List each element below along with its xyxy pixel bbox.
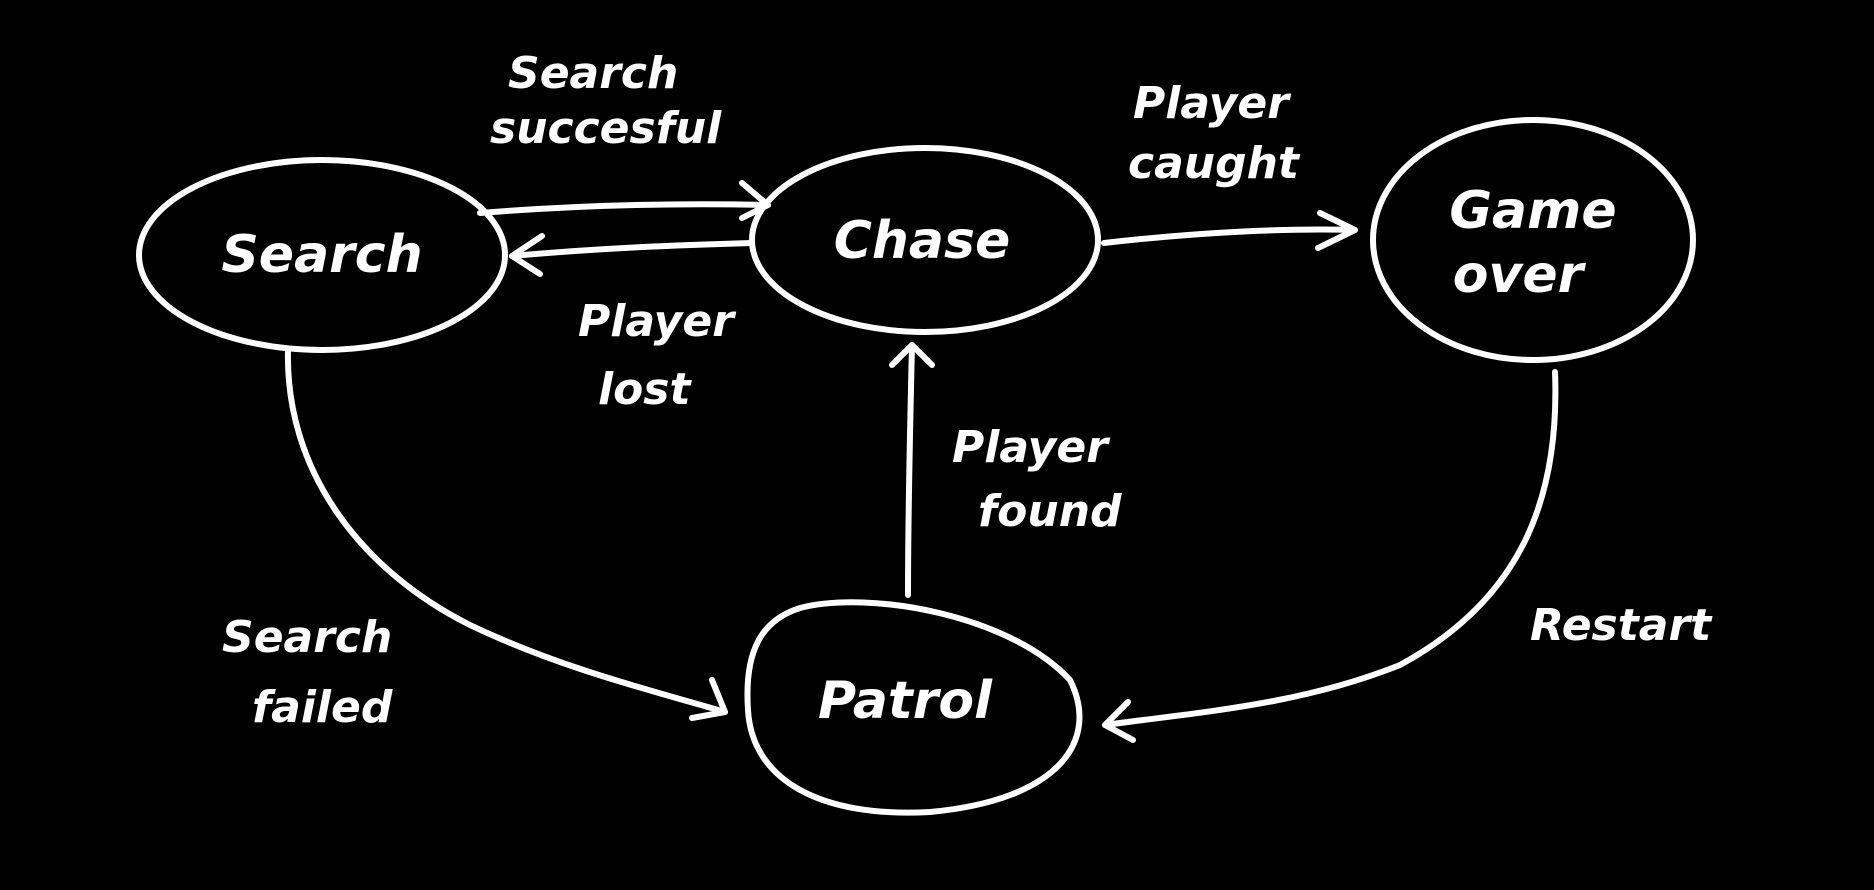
arrow-chase-to-game-over — [1101, 226, 1358, 246]
transition-player-found: Player found — [889, 342, 1122, 598]
label-search-failed-line2: failed — [252, 682, 393, 733]
state-search: Search — [136, 157, 508, 353]
label-search-successful-line1: Search — [508, 48, 678, 99]
state-search-outline — [136, 157, 508, 353]
arrowhead-patrol-to-chase — [889, 342, 935, 368]
state-game-over: Game over — [1370, 117, 1696, 363]
label-player-lost-line1: Player — [578, 296, 736, 347]
transition-search-successful: Search succesful — [477, 48, 771, 221]
label-search-failed-line1: Search — [222, 612, 392, 663]
label-player-caught-line1: Player — [1133, 78, 1291, 129]
arrow-search-to-chase — [477, 201, 771, 216]
state-search-label: Search — [221, 225, 422, 285]
state-game-over-outline — [1370, 117, 1696, 363]
transition-player-lost: Player lost — [509, 233, 755, 415]
label-restart: Restart — [1530, 600, 1713, 651]
label-player-found-line1: Player — [952, 422, 1110, 473]
arrow-search-to-patrol — [284, 347, 728, 715]
state-game-over-label-line2: over — [1453, 245, 1587, 305]
label-player-lost-line2: lost — [598, 364, 693, 415]
state-patrol: Patrol — [744, 599, 1083, 816]
transition-search-failed: Search failed — [222, 347, 728, 733]
label-search-successful-line2: succesful — [490, 103, 722, 154]
arrow-game-over-to-patrol — [1102, 369, 1559, 728]
transition-player-caught: Player caught — [1101, 78, 1358, 251]
arrowhead-game-over-to-patrol — [1102, 699, 1136, 743]
state-chase-label: Chase — [834, 211, 1011, 271]
state-patrol-outline — [744, 599, 1083, 816]
arrowhead-search-to-chase — [739, 180, 771, 221]
transition-restart: Restart — [1102, 369, 1713, 743]
state-patrol-label: Patrol — [818, 671, 993, 731]
state-game-over-label-line1: Game — [1449, 181, 1616, 241]
arrowhead-chase-to-game-over — [1315, 210, 1358, 251]
arrow-chase-to-search — [509, 240, 755, 259]
label-player-found-line2: found — [978, 486, 1122, 537]
label-player-caught-line2: caught — [1128, 138, 1301, 189]
state-chase: Chase — [749, 145, 1101, 335]
arrowhead-search-to-patrol — [689, 677, 728, 721]
arrow-patrol-to-chase — [905, 342, 915, 598]
arrowhead-chase-to-search — [509, 233, 545, 277]
